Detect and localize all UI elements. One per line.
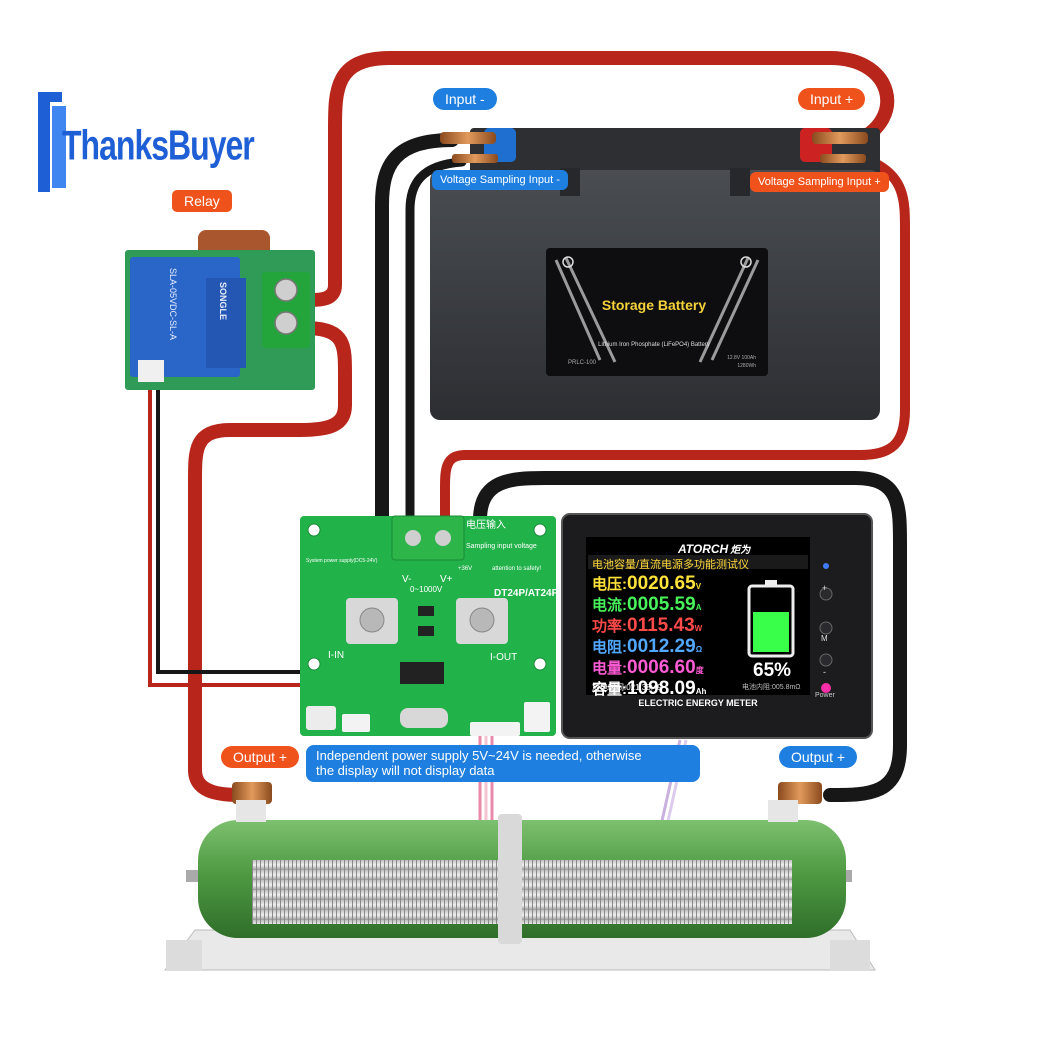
black-wire-input-minus [375,133,459,627]
reading-value: 0020.65 [627,573,696,594]
reading-power: 功率:0115.43W [592,615,702,637]
reading-label: 电流: [592,597,627,614]
reading-voltage: 电压:0020.65V [592,573,701,595]
meter-brand-cn: 炬为 [730,545,751,556]
reading-unit: W [694,624,703,633]
meter-time: 放电时间:021:38:49 [592,683,662,692]
reading-value: 0115.43 [627,615,695,636]
reading-unit: Ah [695,687,707,696]
battery-subtitle: Lithium Iron Phosphate (LiFePO4) Battery [598,342,710,348]
reading-label: 电量: [592,660,627,677]
meter-footer: ELECTRIC ENERGY METER [638,698,758,708]
note-line-2: the display will not display data [316,763,495,778]
note-line-1: Independent power supply 5V~24V is neede… [316,748,642,763]
meter-power-label: Power [815,692,835,699]
board-attention: attention to safety! [492,566,541,572]
battery-title: Storage Battery [602,297,706,313]
meter-button-plus[interactable]: + [822,583,828,593]
black-wire-sampling-minus [405,157,467,530]
label-output-plus-left: Output + [221,746,300,768]
meter-brand-name: ATORCH [678,542,729,556]
red-wire-sampling-plus [440,155,910,530]
reading-unit: 度 [695,666,704,675]
meter-button-minus[interactable]: - [823,667,826,677]
board-v-plus: V+ [440,574,453,585]
battery-model: PRLC-100 [568,360,597,366]
reading-unit: V [695,582,702,591]
board-plus36v: +36V [458,566,472,572]
reading-resistance: 电阻:0012.29Ω [592,636,702,658]
relay-model-text: SLA-05VDC-SL-A [168,268,178,340]
reading-label: 功率: [592,618,627,635]
board-voltage-input-cn: 电压输入 [466,518,506,531]
reading-unit: A [695,603,702,612]
board-v-minus: V- [402,574,411,585]
reading-capacity: 容量:1098.09Ah [592,678,706,700]
reading-unit: Ω [695,645,703,654]
board-supply-label: System power supply(DC5-24V) [306,558,378,564]
label-input-minus: Input - [433,88,497,110]
label-input-plus: Input + [798,88,866,110]
energy-meter: ELECTRIC ENERGY METER [561,513,873,739]
reading-value: 0006.60 [627,657,696,678]
board-range: 0~1000V [410,585,443,594]
load-resistor [164,782,876,971]
label-relay: Relay [172,190,232,212]
meter-percent: 65% [753,660,792,681]
brand-logo-mark [38,92,66,192]
reading-label: 容量: [592,681,627,698]
board-sampling-label: Sampling input voltage [466,543,537,550]
battery-spec1: 12.8V 100Ah [727,355,756,361]
meter-internal-resistance: 电池内阻:005.8mΩ [742,684,801,691]
brand-logo: ThanksBuyer [36,88,255,203]
label-output-plus-right: Output + [779,746,858,768]
black-wire-iout-to-resistor [473,471,907,802]
reading-current: 电流:0005.59A [592,594,701,616]
meter-header: 电池容量/直流电源多功能测试仪 [592,559,750,571]
power-supply-note: Independent power supply 5V~24V is neede… [306,745,700,782]
board-model: DT24P/AT24P [494,588,559,599]
relay-brand-text: SONGLE [218,282,228,320]
battery-level-fill [753,612,789,652]
board-i-out: I-OUT [490,652,517,663]
red-wire-input-plus-to-relay [303,51,895,307]
red-wire-relay-to-resistor [188,321,352,802]
battery-spec2: 1280Wh [737,363,756,369]
reading-value: 1098.09 [627,678,696,699]
relay-module: SLA-05VDC-SL-A SONGLE [125,230,315,390]
label-voltage-sampling-minus: Voltage Sampling Input - [432,170,568,190]
reading-label: 电压: [592,576,627,593]
sampling-board: 电压输入 Sampling input voltage System power… [300,515,559,736]
reading-value: 0012.29 [627,636,696,657]
label-voltage-sampling-plus: Voltage Sampling Input + [750,172,889,192]
reading-value: 0005.59 [627,594,696,615]
meter-button-mode[interactable]: M [821,634,828,643]
board-i-in: I-IN [328,650,344,661]
brand-name: ThanksBuyer [62,122,255,169]
reading-label: 电阻: [592,639,627,656]
reading-energy: 电量:0006.60度 [592,657,704,679]
